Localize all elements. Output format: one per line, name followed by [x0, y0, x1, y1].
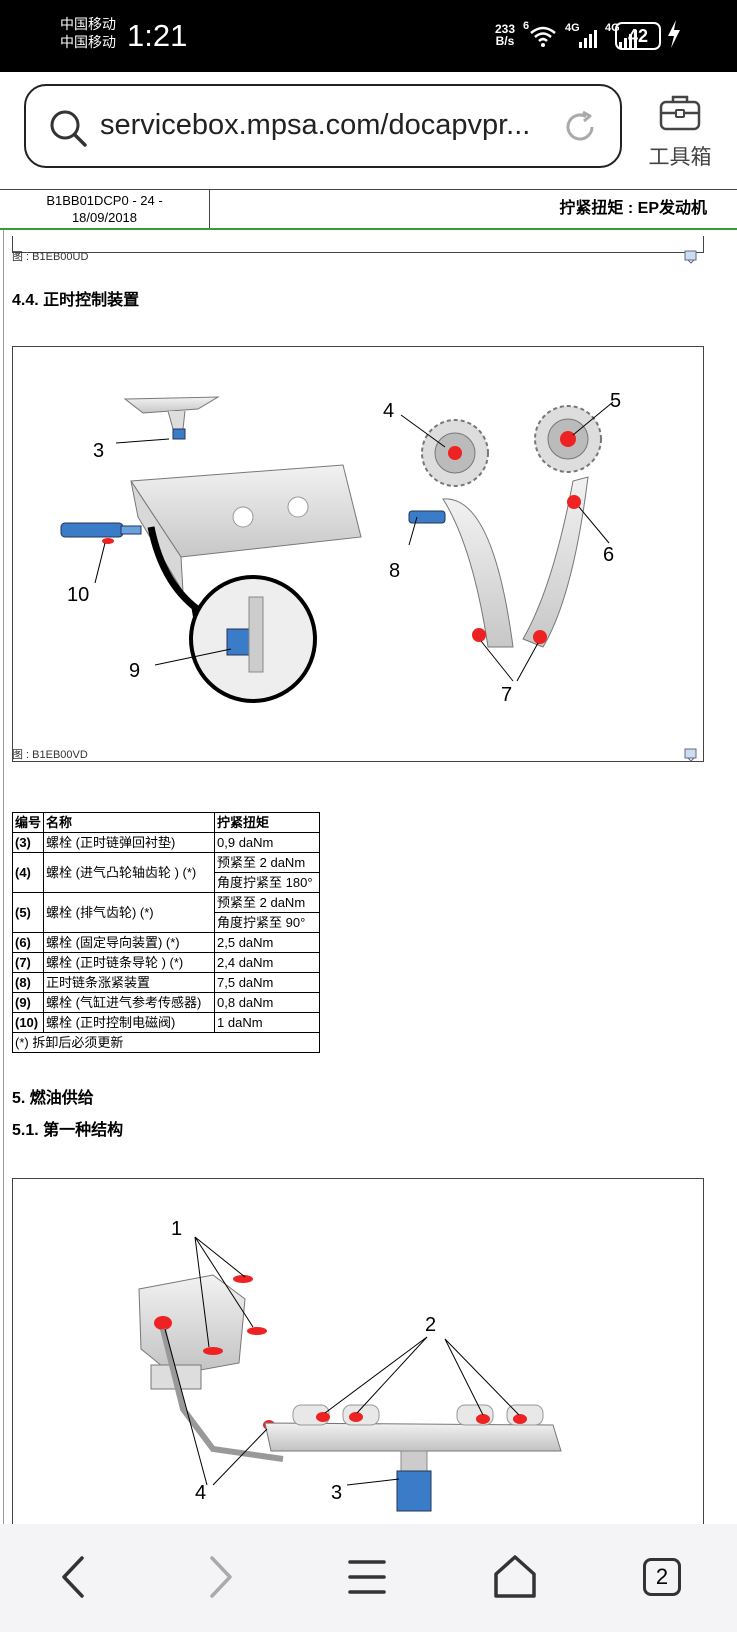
table-row: (6)螺栓 (固定导向装置) (*)2,5 daNm: [11, 932, 321, 953]
tabs-button[interactable]: 2: [643, 1558, 681, 1596]
subsection-heading: 5.1. 第一种结构: [12, 1122, 124, 1139]
table-header-row: 编号 名称 拧紧扭矩: [11, 812, 321, 833]
url-text[interactable]: servicebox.mpsa.com/docapvpr...: [100, 109, 531, 141]
home-icon[interactable]: [490, 1552, 540, 1602]
callout-label: 3: [331, 1482, 342, 1504]
carrier-2: 中国移动: [60, 34, 116, 50]
table-row: (7)螺栓 (正时链条导轮 ) (*)2,4 daNm: [11, 952, 321, 973]
reload-icon[interactable]: [561, 108, 599, 146]
table-row: (4)螺栓 (进气凸轮轴齿轮 ) (*)预紧至 2 daNm: [11, 852, 321, 893]
callout-label: 4: [195, 1482, 206, 1504]
network-speed: 233 B/s: [494, 22, 515, 48]
fuel-supply-diagram: 1 2 3 4: [12, 1178, 704, 1524]
header-divider: [0, 228, 737, 230]
figure-caption: 图 : B1EB00VD: [12, 749, 88, 761]
table-row: (5)螺栓 (排气齿轮) (*)预紧至 2 daNm: [11, 892, 321, 933]
timing-diagram: 3 4 5 6 7 8 9 10: [12, 346, 704, 762]
table-footnote-row: (*) 拆卸后必须更新: [11, 1032, 321, 1053]
battery-indicator: 42: [615, 22, 661, 50]
clock: 1:21: [127, 18, 188, 53]
search-icon: [50, 110, 87, 147]
wifi-icon: 6: [523, 20, 557, 48]
menu-icon[interactable]: [344, 1552, 390, 1602]
document-header: B1BB01DCP0 - 24 - 18/09/2018 拧紧扭矩 : EP发动…: [0, 189, 737, 229]
callout-label: 9: [129, 660, 140, 682]
page-margin-line: [3, 230, 4, 1524]
toolbox-icon: [659, 95, 701, 131]
torque-table: 编号 名称 拧紧扭矩 (3)螺栓 (正时链弹回衬垫)0,9 daNm (4)螺栓…: [11, 812, 321, 1053]
figure-caption: 图 : B1EB00UD: [12, 251, 89, 263]
callout-label: 7: [501, 684, 512, 706]
table-row: (3)螺栓 (正时链弹回衬垫)0,9 daNm: [11, 832, 321, 853]
section-heading: 4.4. 正时控制装置: [12, 292, 140, 309]
table-row: (9)螺栓 (气缸进气参考传感器)0,8 daNm: [11, 992, 321, 1013]
toolbox-button[interactable]: 工具箱: [640, 92, 720, 171]
browser-nav-bar: 2: [0, 1524, 737, 1632]
carrier-1: 中国移动: [60, 16, 116, 32]
callout-label: 10: [67, 584, 89, 606]
callout-label: 8: [389, 560, 400, 582]
document-title: 拧紧扭矩 : EP发动机: [559, 200, 707, 217]
sim1-signal-icon: 4G: [565, 22, 597, 48]
browser-toolbar: servicebox.mpsa.com/docapvpr... 工具箱: [0, 72, 737, 184]
carrier-labels: 中国移动 中国移动: [60, 15, 116, 51]
callout-label: 4: [383, 400, 394, 422]
document-view[interactable]: B1BB01DCP0 - 24 - 18/09/2018 拧紧扭矩 : EP发动…: [0, 184, 737, 1524]
print-figure-icon[interactable]: [684, 250, 698, 264]
charging-icon: [668, 20, 680, 48]
status-bar: 中国移动 中国移动 1:21 233 B/s 6 4G 4G 42: [0, 0, 737, 72]
callout-label: 6: [603, 544, 614, 566]
table-row: (10)螺栓 (正时控制电磁阀)1 daNm: [11, 1012, 321, 1033]
table-row: 角度拧紧至 90°: [13, 912, 321, 933]
previous-figure-frame: [12, 236, 704, 253]
print-figure-icon[interactable]: [684, 748, 698, 762]
document-ref: B1BB01DCP0 - 24 - 18/09/2018: [0, 190, 210, 228]
address-bar[interactable]: servicebox.mpsa.com/docapvpr...: [24, 84, 622, 168]
table-row: 角度拧紧至 180°: [13, 872, 321, 893]
forward-icon[interactable]: [198, 1552, 244, 1602]
callout-label: 5: [610, 390, 621, 412]
callout-label: 2: [425, 1314, 436, 1336]
callout-label: 1: [171, 1218, 182, 1240]
back-icon[interactable]: [52, 1552, 98, 1602]
toolbox-label: 工具箱: [648, 146, 712, 169]
callout-label: 3: [93, 440, 104, 462]
section-heading: 5. 燃油供给: [12, 1090, 94, 1107]
